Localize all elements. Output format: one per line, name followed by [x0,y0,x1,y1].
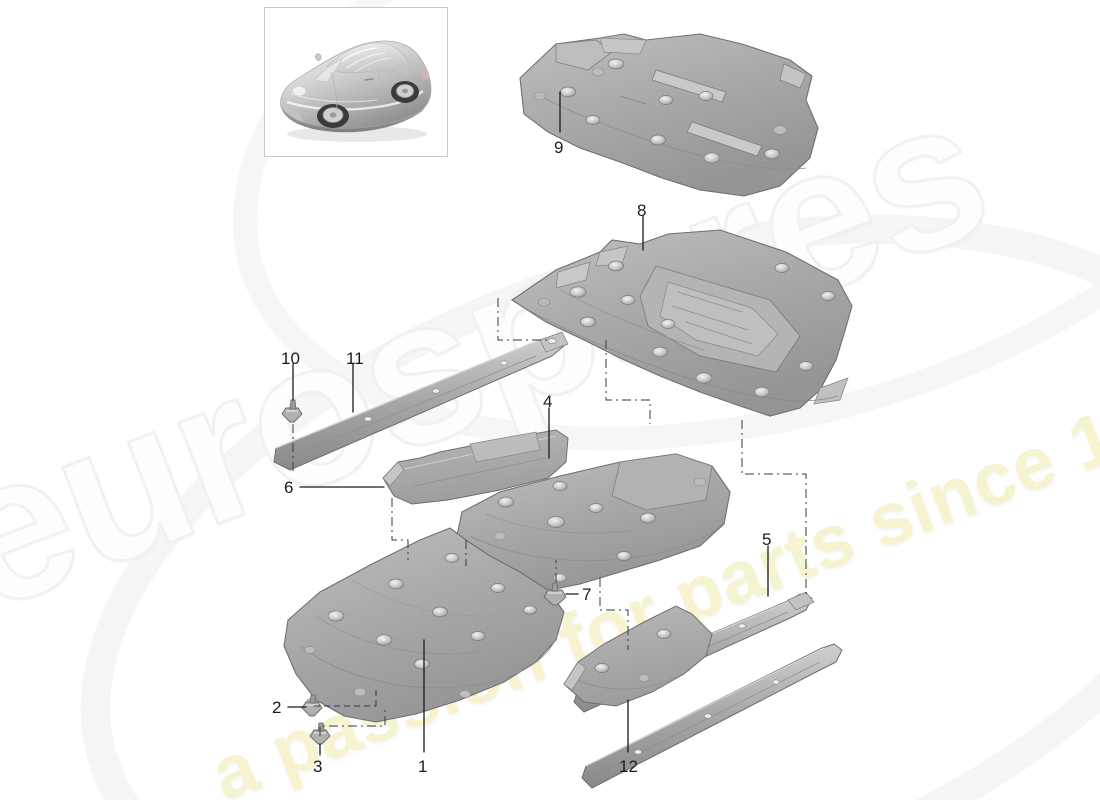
callout-5[interactable]: 5 [762,530,772,549]
part-4b-lower-centre-panel [563,605,713,707]
callout-8[interactable]: 8 [637,201,647,220]
part-8-rear-underbody-panel [511,229,853,417]
callout-2[interactable]: 2 [272,698,282,717]
assembly-dash-dot-lines [292,298,807,756]
fastener-7-clip [543,582,567,606]
callout-12[interactable]: 12 [619,757,638,776]
callout-6[interactable]: 6 [284,478,294,497]
part-12-side-sill-rail-lower [581,643,843,789]
part-1-main-floor-underbody-panel [283,527,565,723]
vehicle-thumbnail [264,7,448,157]
part-9-front-underbody-panel [519,33,819,197]
callout-3[interactable]: 3 [313,757,323,776]
callout-9[interactable]: 9 [554,138,564,157]
callout-1[interactable]: 1 [418,757,428,776]
callout-10[interactable]: 10 [281,349,300,368]
callout-7[interactable]: 7 [582,585,592,604]
part-6-cross-member-cover [382,429,569,505]
callout-11[interactable]: 11 [346,349,364,368]
fastener-3-clip [309,722,331,745]
part-4-centre-underbody-panel [455,453,731,593]
callout-4[interactable]: 4 [543,392,553,411]
part-11-side-reinforcement-rail [273,331,569,471]
fastener-10-clip [281,399,303,423]
